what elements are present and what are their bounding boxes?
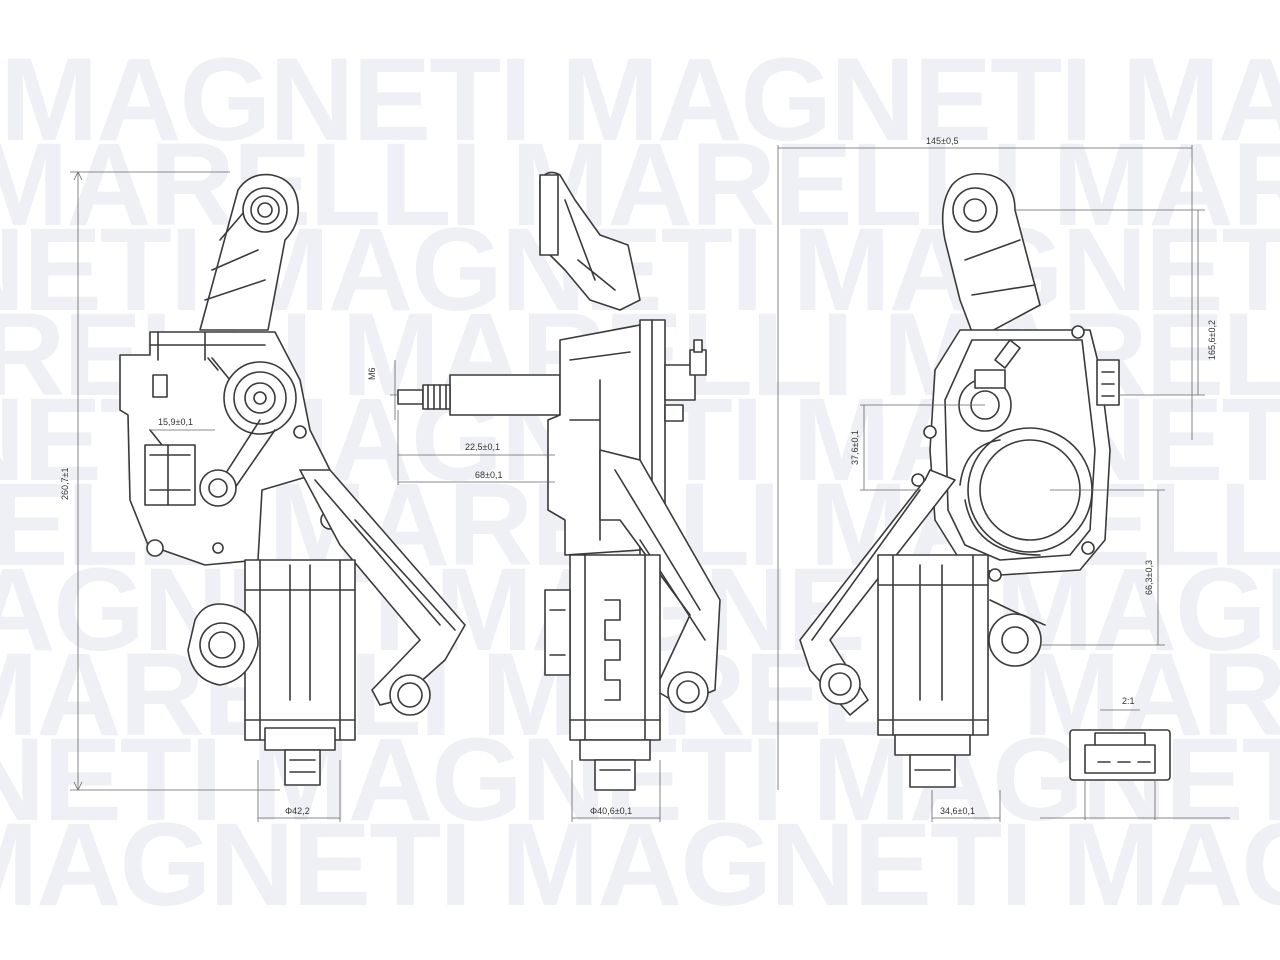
dim-offset-b: 66,3±0,3: [1144, 560, 1154, 595]
watermark-row: MARELLI MARELLI MARELLI: [0, 119, 1280, 251]
dim-mid-diameter: Φ40,6±0,1: [590, 806, 632, 816]
side-view: [397, 171, 721, 791]
connector-detail: 2:1: [1040, 696, 1230, 820]
dim-bottom-offset: 34,6±0,1: [940, 806, 975, 816]
dim-shaft-len-b: 68±0,1: [475, 470, 502, 480]
side-view-dimensions: M6 22,5±0,1 68±0,1 Φ40,6±0,1: [367, 360, 661, 822]
conn-scale: 2:1: [1122, 696, 1135, 706]
dim-left-diameter: Φ42,2: [285, 806, 310, 816]
dim-shaft-thread: M6: [367, 367, 377, 380]
dim-left-offset: 15,9±0,1: [158, 417, 193, 427]
dim-width-top: 145±0,5: [926, 136, 958, 146]
dim-left-height: 260,7±1: [60, 468, 70, 500]
dim-offset-a: 37,6±0,1: [850, 430, 860, 465]
dim-shaft-len-a: 22,5±0,1: [465, 442, 500, 452]
front-view-dimensions: 260,7±1 Φ42,2 15,9±0,1: [60, 171, 341, 822]
dim-height-right: 165,6±0,2: [1207, 320, 1217, 360]
watermark-row: MAGNETI MAGNETI MAGNET: [0, 34, 1280, 166]
front-view: [119, 173, 466, 786]
rear-view: [799, 172, 1120, 788]
rear-view-dimensions: 145±0,5 165,6±0,2 37,6±0,1 66,3±0,3 34,6…: [777, 136, 1217, 822]
watermark-row: MAGNETI MAGNETI MAGNET: [0, 799, 1280, 931]
